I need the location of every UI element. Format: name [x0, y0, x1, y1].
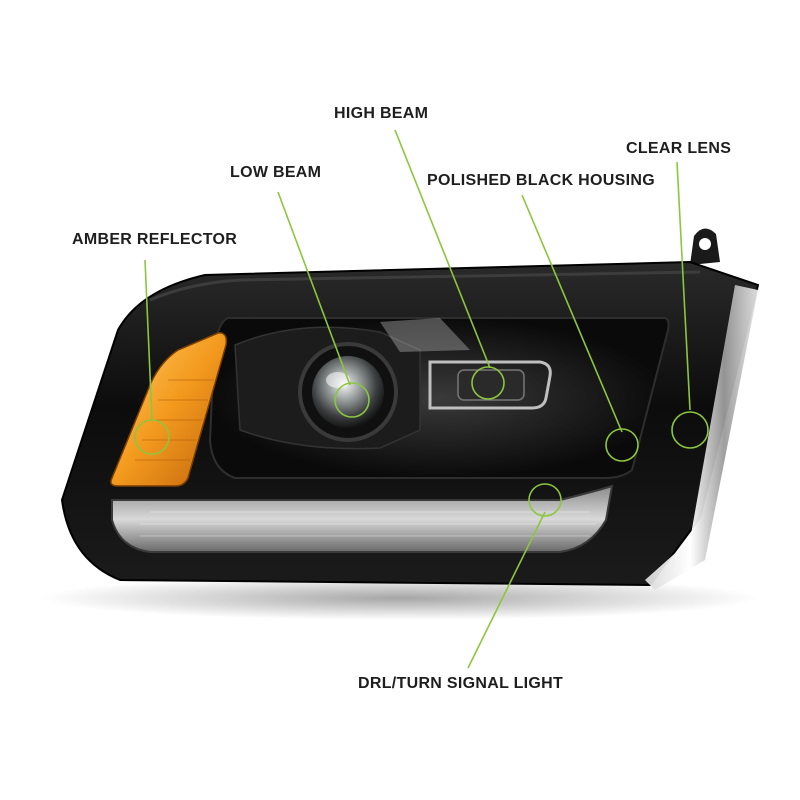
label-clear-lens: CLEAR LENS — [626, 140, 732, 157]
lens-highlight — [326, 372, 350, 388]
callout-line-housing — [521, 194, 623, 433]
label-low-beam: LOW BEAM — [230, 164, 322, 181]
drl-ribs — [140, 511, 596, 537]
reflector-shine — [380, 318, 470, 352]
marker-high-beam — [471, 366, 505, 400]
mounting-hole — [699, 238, 711, 250]
callout-line-drl — [467, 511, 546, 669]
drl-light-bar — [111, 484, 614, 553]
callout-line-high-beam — [394, 129, 491, 369]
callout-line-amber — [144, 259, 153, 421]
marker-clear-lens — [671, 411, 709, 449]
callout-line-low-beam — [277, 191, 351, 386]
callout-line-clear-lens — [676, 161, 691, 411]
marker-housing — [605, 428, 639, 462]
label-polished-black-housing: POLISHED BLACK HOUSING — [427, 172, 655, 189]
amber-ribs — [135, 379, 214, 461]
top-trim — [149, 270, 701, 302]
callout-lines — [144, 129, 691, 669]
callout-markers — [134, 366, 709, 517]
high-beam-bracket — [428, 360, 552, 410]
marker-drl — [528, 483, 562, 517]
clear-lens-edge — [645, 285, 758, 590]
high-beam-reflector — [457, 369, 525, 401]
label-drl-turn-signal: DRL/TURN SIGNAL LIGHT — [358, 675, 564, 692]
floor-shadow — [40, 576, 760, 620]
marker-low-beam — [334, 382, 370, 418]
label-amber-reflector: AMBER REFLECTOR — [72, 231, 238, 248]
label-high-beam: HIGH BEAM — [334, 105, 429, 122]
marker-amber — [134, 419, 170, 455]
